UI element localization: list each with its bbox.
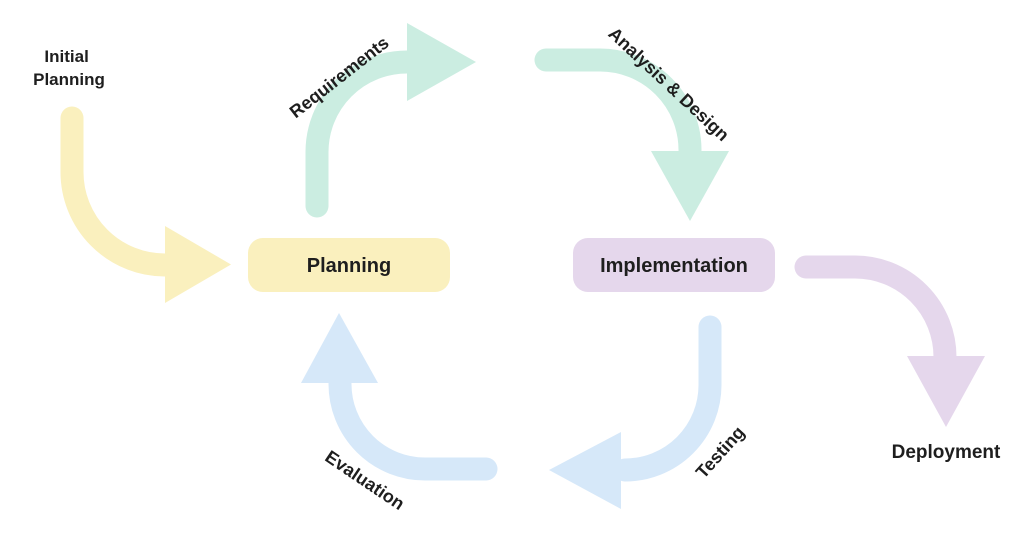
analysis-design-arrow [534, 48, 729, 221]
deployment-arrowhead-icon [907, 356, 985, 427]
initial-planning-arrow-shaft [60, 106, 177, 277]
deployment-label: Deployment [892, 442, 1001, 463]
requirements-arrowhead-icon [407, 23, 476, 101]
analysis-design-arrow-shaft [534, 48, 702, 162]
evaluation-arrow [301, 313, 498, 481]
analysis-design-arrowhead-icon [651, 151, 729, 221]
initial-planning-arrowhead-icon [165, 226, 231, 303]
evaluation-arrow-shaft [328, 372, 498, 481]
testing-arrow [549, 315, 722, 509]
initial-planning-arrow [60, 106, 231, 303]
deployment-arrow-shaft [794, 255, 957, 369]
initial-planning-label-line2: Planning [33, 70, 105, 89]
initial-planning-label-line1: Initial [44, 47, 88, 66]
planning-node: Planning [248, 238, 450, 292]
testing-arrow-shaft [613, 315, 722, 482]
analysis-design-label: Analysis & Design [605, 23, 734, 145]
requirements-arrow [305, 23, 476, 218]
testing-arrowhead-icon [549, 432, 621, 509]
implementation-node-box [573, 238, 775, 292]
deployment-arrow [794, 255, 985, 427]
planning-node-box [248, 238, 450, 292]
requirements-arrow-shaft [305, 50, 419, 218]
planning-node-label: Planning [307, 255, 391, 277]
initial-planning-label: Initial Planning [33, 47, 105, 89]
evaluation-arrowhead-icon [301, 313, 378, 383]
implementation-node-label: Implementation [600, 255, 748, 277]
implementation-node: Implementation [573, 238, 775, 292]
